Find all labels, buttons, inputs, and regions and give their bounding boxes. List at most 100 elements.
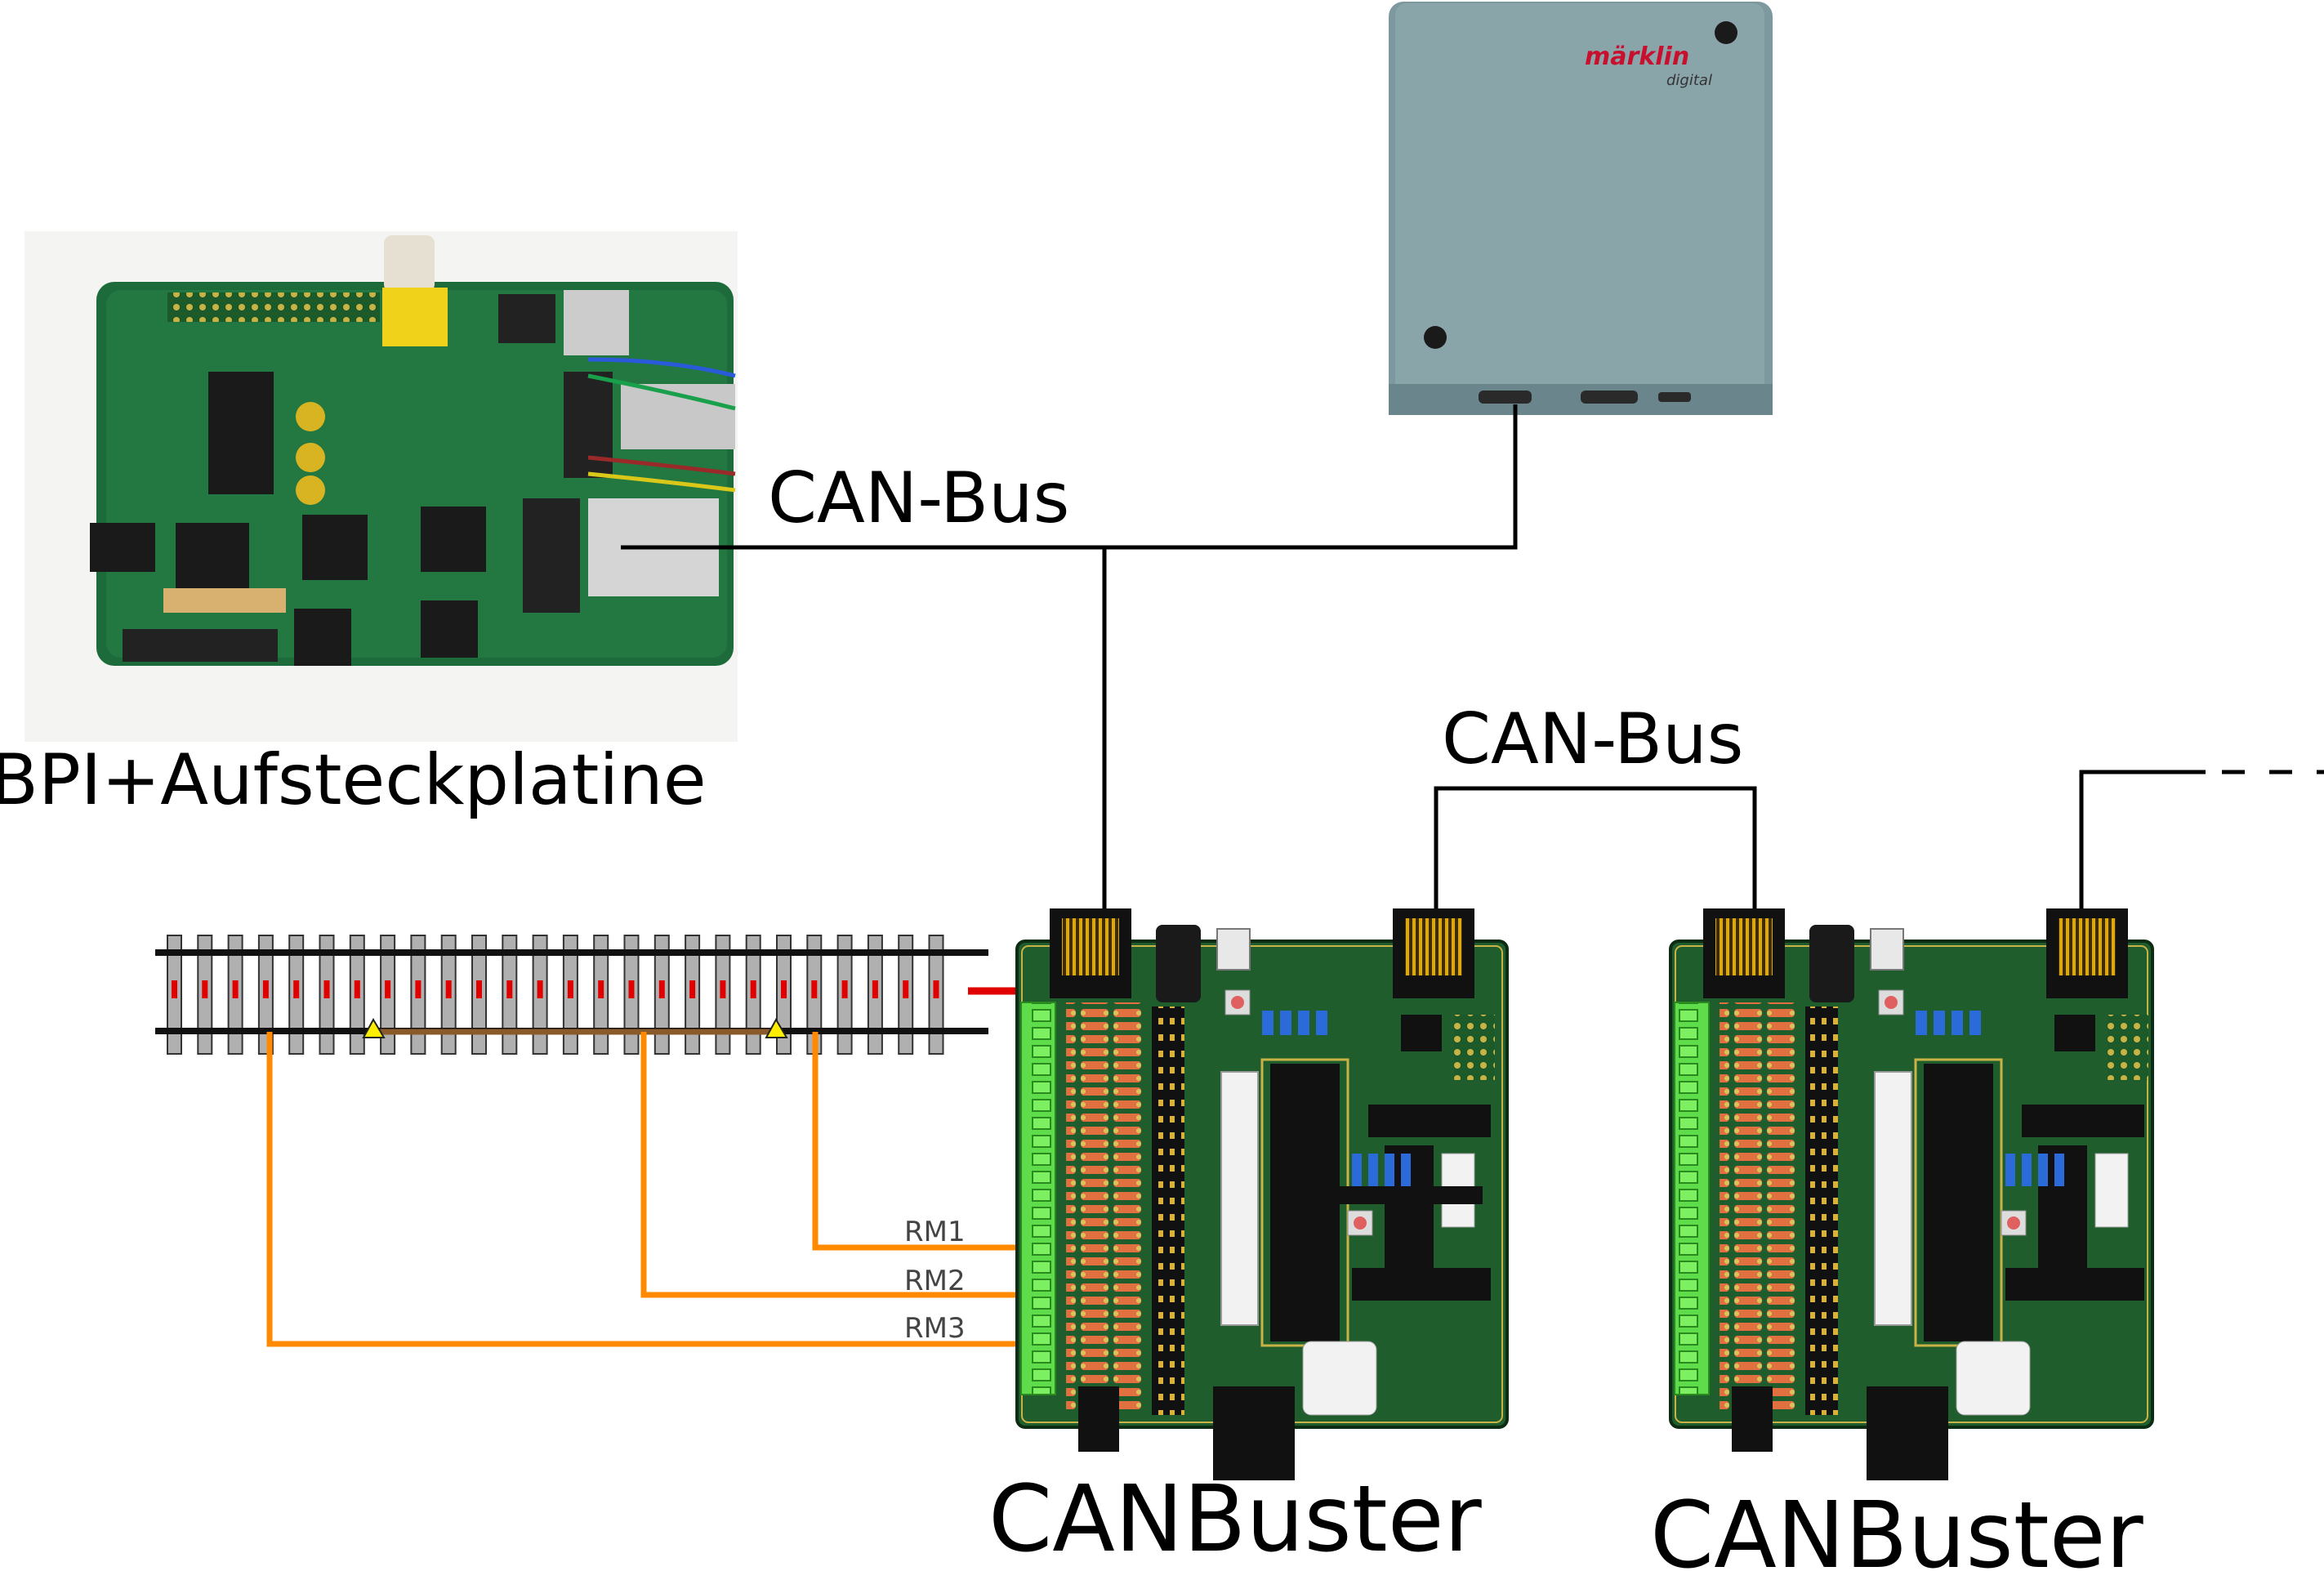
- boot-button-cap: [2007, 1216, 2020, 1230]
- track-contact: [537, 980, 543, 998]
- smd-resistor: [1352, 1154, 1362, 1186]
- smd-resistor: [1916, 1011, 1927, 1035]
- reset-button-cap: [1885, 996, 1898, 1009]
- smd-resistor: [1262, 1011, 1274, 1035]
- white-connector: [2094, 1153, 2129, 1228]
- track-contact: [354, 980, 360, 998]
- track-contact: [567, 980, 573, 998]
- track-contact: [323, 980, 330, 998]
- track-contact: [385, 980, 391, 998]
- smd-resistor: [1401, 1154, 1411, 1186]
- track-contact: [262, 980, 269, 998]
- smd-resistor: [2005, 1154, 2015, 1186]
- track-contact: [811, 980, 818, 998]
- ic-chip: [1368, 1105, 1491, 1137]
- usb-port: [1216, 928, 1251, 971]
- smd-resistor: [1952, 1011, 1963, 1035]
- canbuster-board-1: [1015, 908, 1509, 1480]
- smd-resistor: [1280, 1011, 1291, 1035]
- can-bus-label-top: CAN-Bus: [768, 458, 1070, 539]
- jumper-header: [1454, 1015, 1495, 1080]
- rj-contacts-right: [2059, 918, 2116, 975]
- dc-jack: [1156, 925, 1201, 1002]
- rj-contacts-left: [1062, 918, 1119, 975]
- ic-chip: [1336, 1186, 1483, 1204]
- bottom-jack: [1867, 1386, 1948, 1480]
- gateway-brand-subtitle: digital: [1666, 72, 1712, 89]
- feedback-label-rm1: RM1: [904, 1216, 966, 1248]
- smd-resistor: [1969, 1011, 1981, 1035]
- ic-chip: [2022, 1105, 2144, 1137]
- microcontroller-chip: [1924, 1064, 1993, 1341]
- can-bus-label-mid: CAN-Bus: [1442, 699, 1744, 780]
- bottom-white-connector: [1956, 1341, 2031, 1416]
- track-contact: [628, 980, 635, 998]
- track-contact: [172, 980, 177, 998]
- bottom-header: [1732, 1386, 1773, 1452]
- smd-resistor: [1385, 1154, 1394, 1186]
- track-contact: [415, 980, 422, 998]
- resistor-array: [1066, 1002, 1144, 1411]
- canbuster-board-2: [1669, 908, 2154, 1480]
- track: [155, 935, 988, 1055]
- pin-header-column: [1152, 1007, 1184, 1415]
- track-contact: [781, 980, 787, 998]
- bottom-jack: [1213, 1386, 1295, 1480]
- track-contact: [202, 980, 208, 998]
- track-contact: [872, 980, 878, 998]
- track-contact: [476, 980, 482, 998]
- track-contact: [506, 980, 513, 998]
- bpi-label: BPI+Aufsteckplatine: [0, 739, 707, 821]
- smd-resistor: [2038, 1154, 2048, 1186]
- track-contact: [903, 980, 909, 998]
- feedback-wiring: [266, 987, 1017, 1347]
- resistor-array: [1720, 1002, 1797, 1411]
- can-bus-wiring: [621, 404, 2324, 923]
- idc-header: [1220, 1071, 1259, 1326]
- rj-contacts-right: [1405, 918, 1462, 975]
- ic-chip: [2005, 1268, 2144, 1301]
- rj-contacts-left: [1715, 918, 1773, 975]
- canbuster-label-2: CANBuster: [1650, 1483, 2143, 1589]
- bottom-header: [1078, 1386, 1119, 1452]
- smd-resistor: [1368, 1154, 1378, 1186]
- reset-button-cap: [1231, 996, 1244, 1009]
- track-contact: [689, 980, 696, 998]
- smd-resistor: [1934, 1011, 1945, 1035]
- idc-header: [1874, 1071, 1912, 1326]
- track-contact: [750, 980, 756, 998]
- bpi-board-photo: [25, 231, 738, 742]
- boot-button-cap: [1354, 1216, 1367, 1230]
- bottom-white-connector: [1302, 1341, 1377, 1416]
- pin-header-column: [1805, 1007, 1838, 1415]
- track-contact: [933, 980, 939, 998]
- can-transceiver: [1401, 1015, 1442, 1051]
- track-contact: [293, 980, 300, 998]
- feedback-label-rm2: RM2: [904, 1265, 966, 1297]
- track-contact: [445, 980, 452, 998]
- sensor-marker-2: [765, 1017, 788, 1038]
- maerklin-gateway-box: [1389, 2, 1773, 415]
- screw-terminal-block: [1674, 1002, 1710, 1395]
- track-contact: [720, 980, 726, 998]
- feedback-label-rm3: RM3: [904, 1312, 966, 1345]
- microcontroller-chip: [1270, 1064, 1340, 1341]
- track-contact: [232, 980, 239, 998]
- smd-resistor: [1298, 1011, 1309, 1035]
- smd-resistor: [1316, 1011, 1327, 1035]
- smd-resistor: [2054, 1154, 2064, 1186]
- can-transceiver: [2054, 1015, 2095, 1051]
- gateway-brand-logo: märklin: [1585, 42, 1690, 71]
- track-contact: [841, 980, 848, 998]
- canbuster-label-1: CANBuster: [988, 1466, 1482, 1573]
- jumper-header: [2108, 1015, 2148, 1080]
- smd-resistor: [2022, 1154, 2032, 1186]
- sensor-marker-1: [362, 1017, 386, 1038]
- usb-port: [1870, 928, 1904, 971]
- track-contact: [658, 980, 665, 998]
- screw-terminal-block: [1020, 1002, 1056, 1395]
- dc-jack: [1809, 925, 1854, 1002]
- track-rail-top: [155, 949, 988, 956]
- ic-chip: [1352, 1268, 1491, 1301]
